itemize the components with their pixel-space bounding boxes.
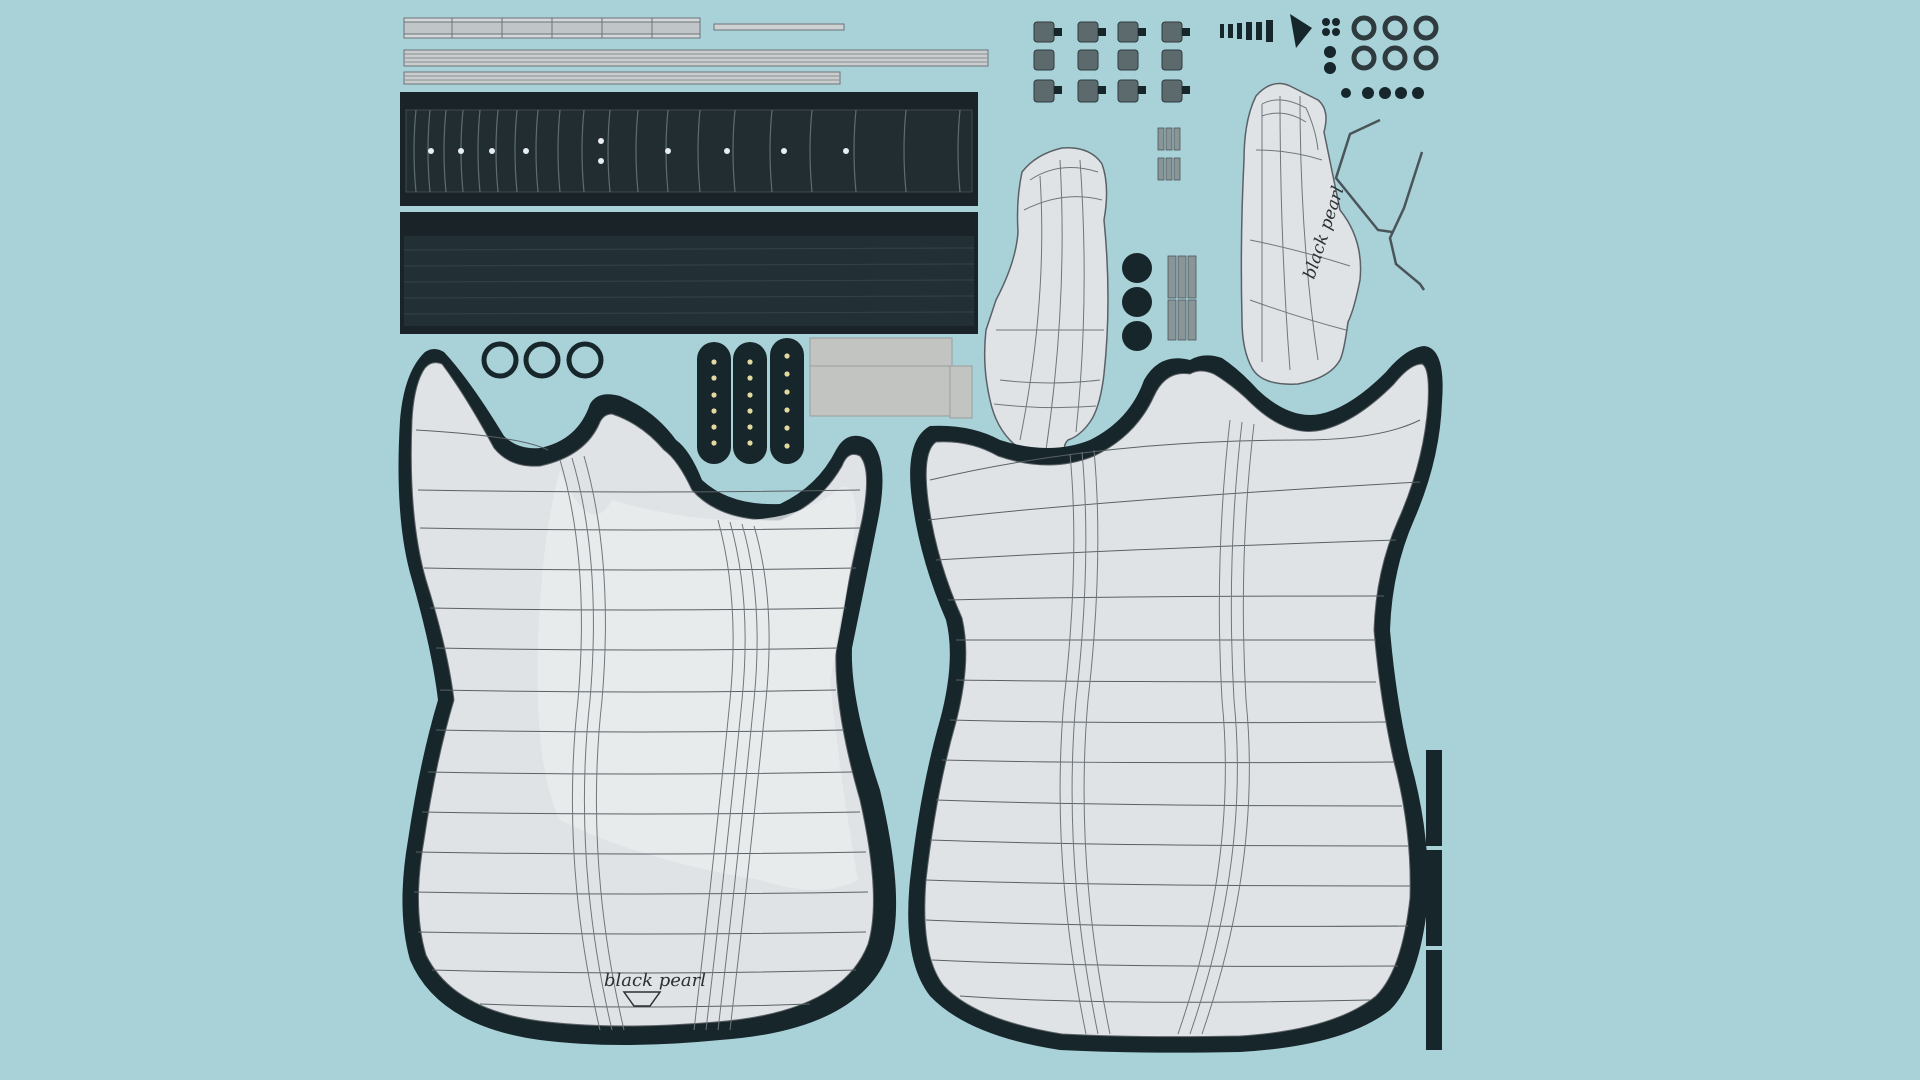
- fret-markers: [428, 138, 849, 164]
- headstock-front: black pearl: [1240, 82, 1362, 385]
- top-small-parts: [403, 17, 989, 85]
- tremolo-arms: [1334, 118, 1426, 291]
- grey-plates: [809, 337, 973, 419]
- edge-strips: [1426, 750, 1442, 1050]
- fret-lines: [413, 109, 961, 193]
- body-back: [908, 346, 1443, 1053]
- tremolo-springs: [1157, 127, 1181, 181]
- knob-rings-left: [481, 341, 604, 379]
- saddles: [1167, 255, 1197, 341]
- headstock-back: [983, 147, 1109, 461]
- body-logo-emblem: [622, 991, 662, 1007]
- pickups: [697, 338, 804, 464]
- body-logo: black pearl: [604, 970, 706, 991]
- fretboard: [400, 92, 978, 206]
- neck-back: [400, 212, 978, 334]
- black-knobs: [1122, 253, 1152, 351]
- body-front: black pearl: [398, 349, 897, 1045]
- tuner-pegs: [1033, 21, 1190, 103]
- small-hardware-top-right: [1220, 14, 1439, 99]
